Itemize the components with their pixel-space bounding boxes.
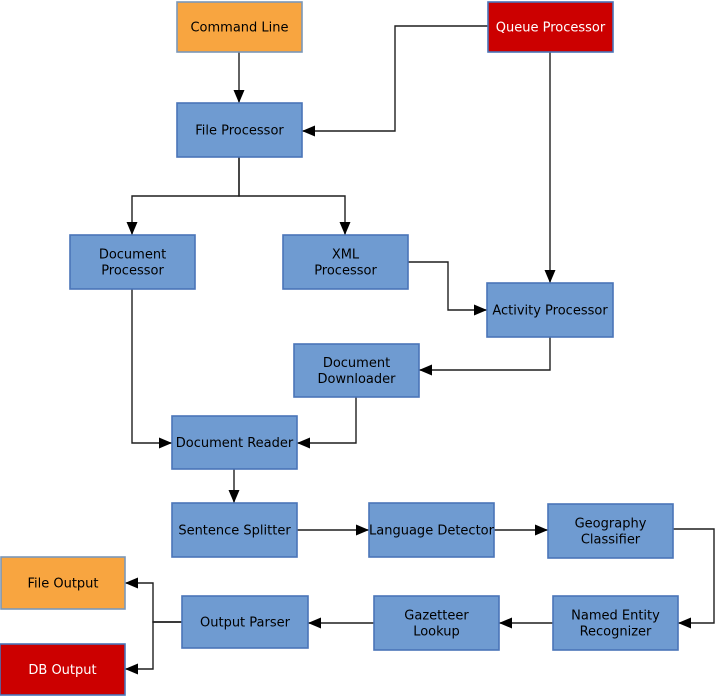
node-command-line-label: Command Line [190,21,288,36]
node-file-output-label: File Output [27,577,98,592]
node-command-line: Command Line [176,1,303,53]
node-sentence-splitter-box [171,502,298,558]
node-output-parser: Output Parser [181,595,309,649]
node-xml-processor-box [282,234,409,290]
node-sentence-splitter: Sentence Splitter [171,502,298,558]
edge-file-processor-to-document-processor [126,157,240,235]
node-document-reader: Document Reader [171,415,298,470]
edge-output-parser-to-db-output [125,621,182,675]
node-queue-processor: Queue Processor [487,1,614,53]
node-gazetteer-lookup-box [373,595,500,651]
node-language-detector: Language Detector [368,502,495,558]
node-queue-processor-label: Queue Processor [496,21,606,36]
node-activity-processor-box [486,282,614,338]
node-geography-classifier-box [547,503,674,559]
node-document-reader-label: Document Reader [176,436,294,451]
edge-document-processor-to-document-reader [131,289,172,449]
node-sentence-splitter-label: Sentence Splitter [178,524,291,539]
node-file-output-box [0,556,126,610]
node-db-output-label: DB Output [28,663,96,678]
node-db-output-box [0,643,126,696]
edge-output-parser-to-file-output [125,577,182,623]
node-command-line-box [176,1,303,53]
edge-geography-classifier-to-named-entity-recognizer [673,528,715,629]
node-output-parser-label: Output Parser [200,616,291,631]
edge-file-processor-to-xml-processor [238,157,351,235]
node-document-reader-box [171,415,298,470]
node-language-detector-label: Language Detector [369,524,495,539]
edge-activity-processor-to-document-downloader [419,337,551,376]
node-activity-processor: Activity Processor [486,282,614,338]
node-language-detector-box [368,502,495,558]
edge-document-downloader-to-document-reader [297,397,357,449]
node-file-output: File Output [0,556,126,610]
node-db-output: DB Output [0,643,126,696]
node-output-parser-box [181,595,309,649]
edges-layer [125,25,715,675]
node-document-downloader-box [293,343,420,398]
node-document-processor-box [69,234,196,290]
node-activity-processor-label: Activity Processor [492,304,608,319]
edge-queue-processor-to-file-processor [302,25,488,137]
node-file-processor-box [176,102,303,158]
node-file-processor-label: File Processor [195,124,284,139]
edge-xml-processor-to-activity-processor [408,261,487,316]
node-named-entity-recognizer-box [552,595,679,651]
node-file-processor: File Processor [176,102,303,158]
node-queue-processor-box [487,1,614,53]
